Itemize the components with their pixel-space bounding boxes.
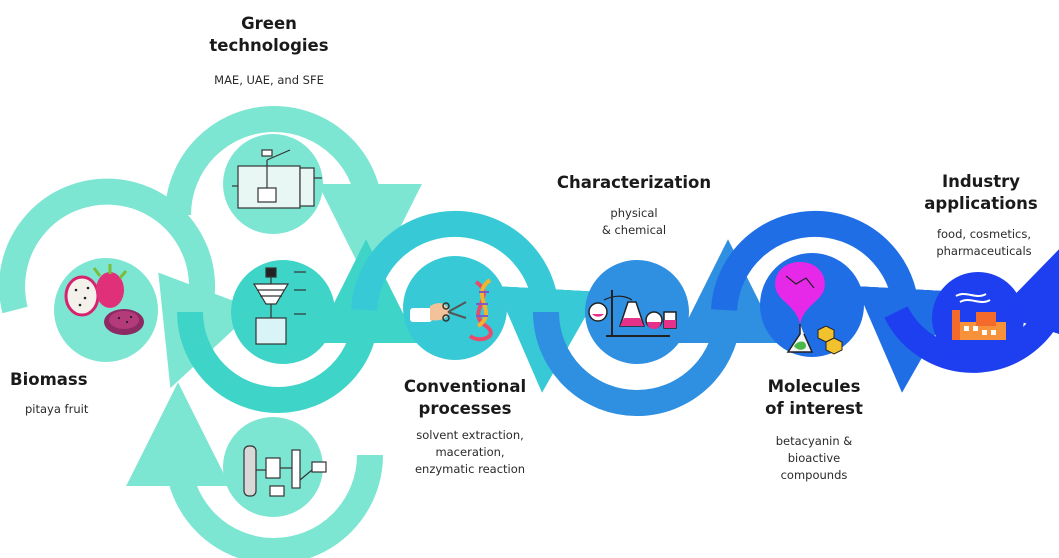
biomass-desc: pitaya fruit xyxy=(25,402,89,416)
characterization-desc: physical & chemical xyxy=(574,205,694,239)
molecules-desc-line1: betacyanin & xyxy=(775,434,853,448)
conventional-title-line2: processes xyxy=(418,399,512,418)
molecules-top-arc xyxy=(711,210,960,393)
conventional-desc-line3: enzymatic reaction xyxy=(414,462,526,476)
conventional-top-arc xyxy=(351,210,600,393)
characterization-desc-line2: & chemical xyxy=(601,223,667,237)
lab-glassware-icon xyxy=(588,290,677,337)
molecules-desc-line3: compounds xyxy=(780,468,848,482)
conventional-desc-line2: maceration, xyxy=(435,445,505,459)
factory-icon xyxy=(952,293,1006,340)
molecules-title: Molecules of interest xyxy=(754,376,874,420)
molecules-title-line2: of interest xyxy=(765,399,863,418)
industry-desc-line1: food, cosmetics, xyxy=(936,227,1032,241)
conventional-desc-line1: solvent extraction, xyxy=(416,428,524,442)
sfe-apparatus-icon xyxy=(243,445,327,497)
industry-title-line1: Industry xyxy=(941,172,1021,191)
green-tech-title: Green technologies xyxy=(209,13,329,57)
biomass-title: Biomass xyxy=(10,370,88,389)
conventional-desc: solvent extraction, maceration, enzymati… xyxy=(395,427,545,478)
uae-circle xyxy=(231,260,335,364)
molecule-flask-icon xyxy=(775,262,843,355)
green-tech-bottom-arrow xyxy=(126,382,383,558)
green-tech-title-line1: Green xyxy=(241,14,297,33)
industry-desc: food, cosmetics, pharmaceuticals xyxy=(914,226,1054,260)
characterization-title: Characterization xyxy=(556,173,712,192)
middle-bottom-arc xyxy=(177,239,418,413)
molecules-desc-line2: bioactive xyxy=(787,451,841,465)
molecules-title-line1: Molecules xyxy=(767,377,861,396)
industry-title: Industry applications xyxy=(916,171,1046,215)
pitaya-fruit-icon xyxy=(64,264,144,335)
characterization-bottom-arc xyxy=(533,239,780,416)
dna-scissors-icon xyxy=(410,278,493,342)
characterization-desc-line1: physical xyxy=(610,206,658,220)
green-tech-top-arrow xyxy=(165,106,422,288)
green-tech-desc: MAE, UAE, and SFE xyxy=(214,73,324,87)
uae-apparatus-icon xyxy=(252,267,306,345)
conventional-title: Conventional processes xyxy=(395,376,535,420)
mae-apparatus-icon xyxy=(232,149,322,209)
industry-desc-line2: pharmaceuticals xyxy=(936,244,1032,258)
industry-title-line2: applications xyxy=(924,194,1038,213)
green-tech-title-line2: technologies xyxy=(209,36,329,55)
biomass-arc-arrow xyxy=(0,178,256,389)
molecules-desc: betacyanin & bioactive compounds xyxy=(754,433,874,484)
conventional-title-line1: Conventional xyxy=(403,377,527,396)
